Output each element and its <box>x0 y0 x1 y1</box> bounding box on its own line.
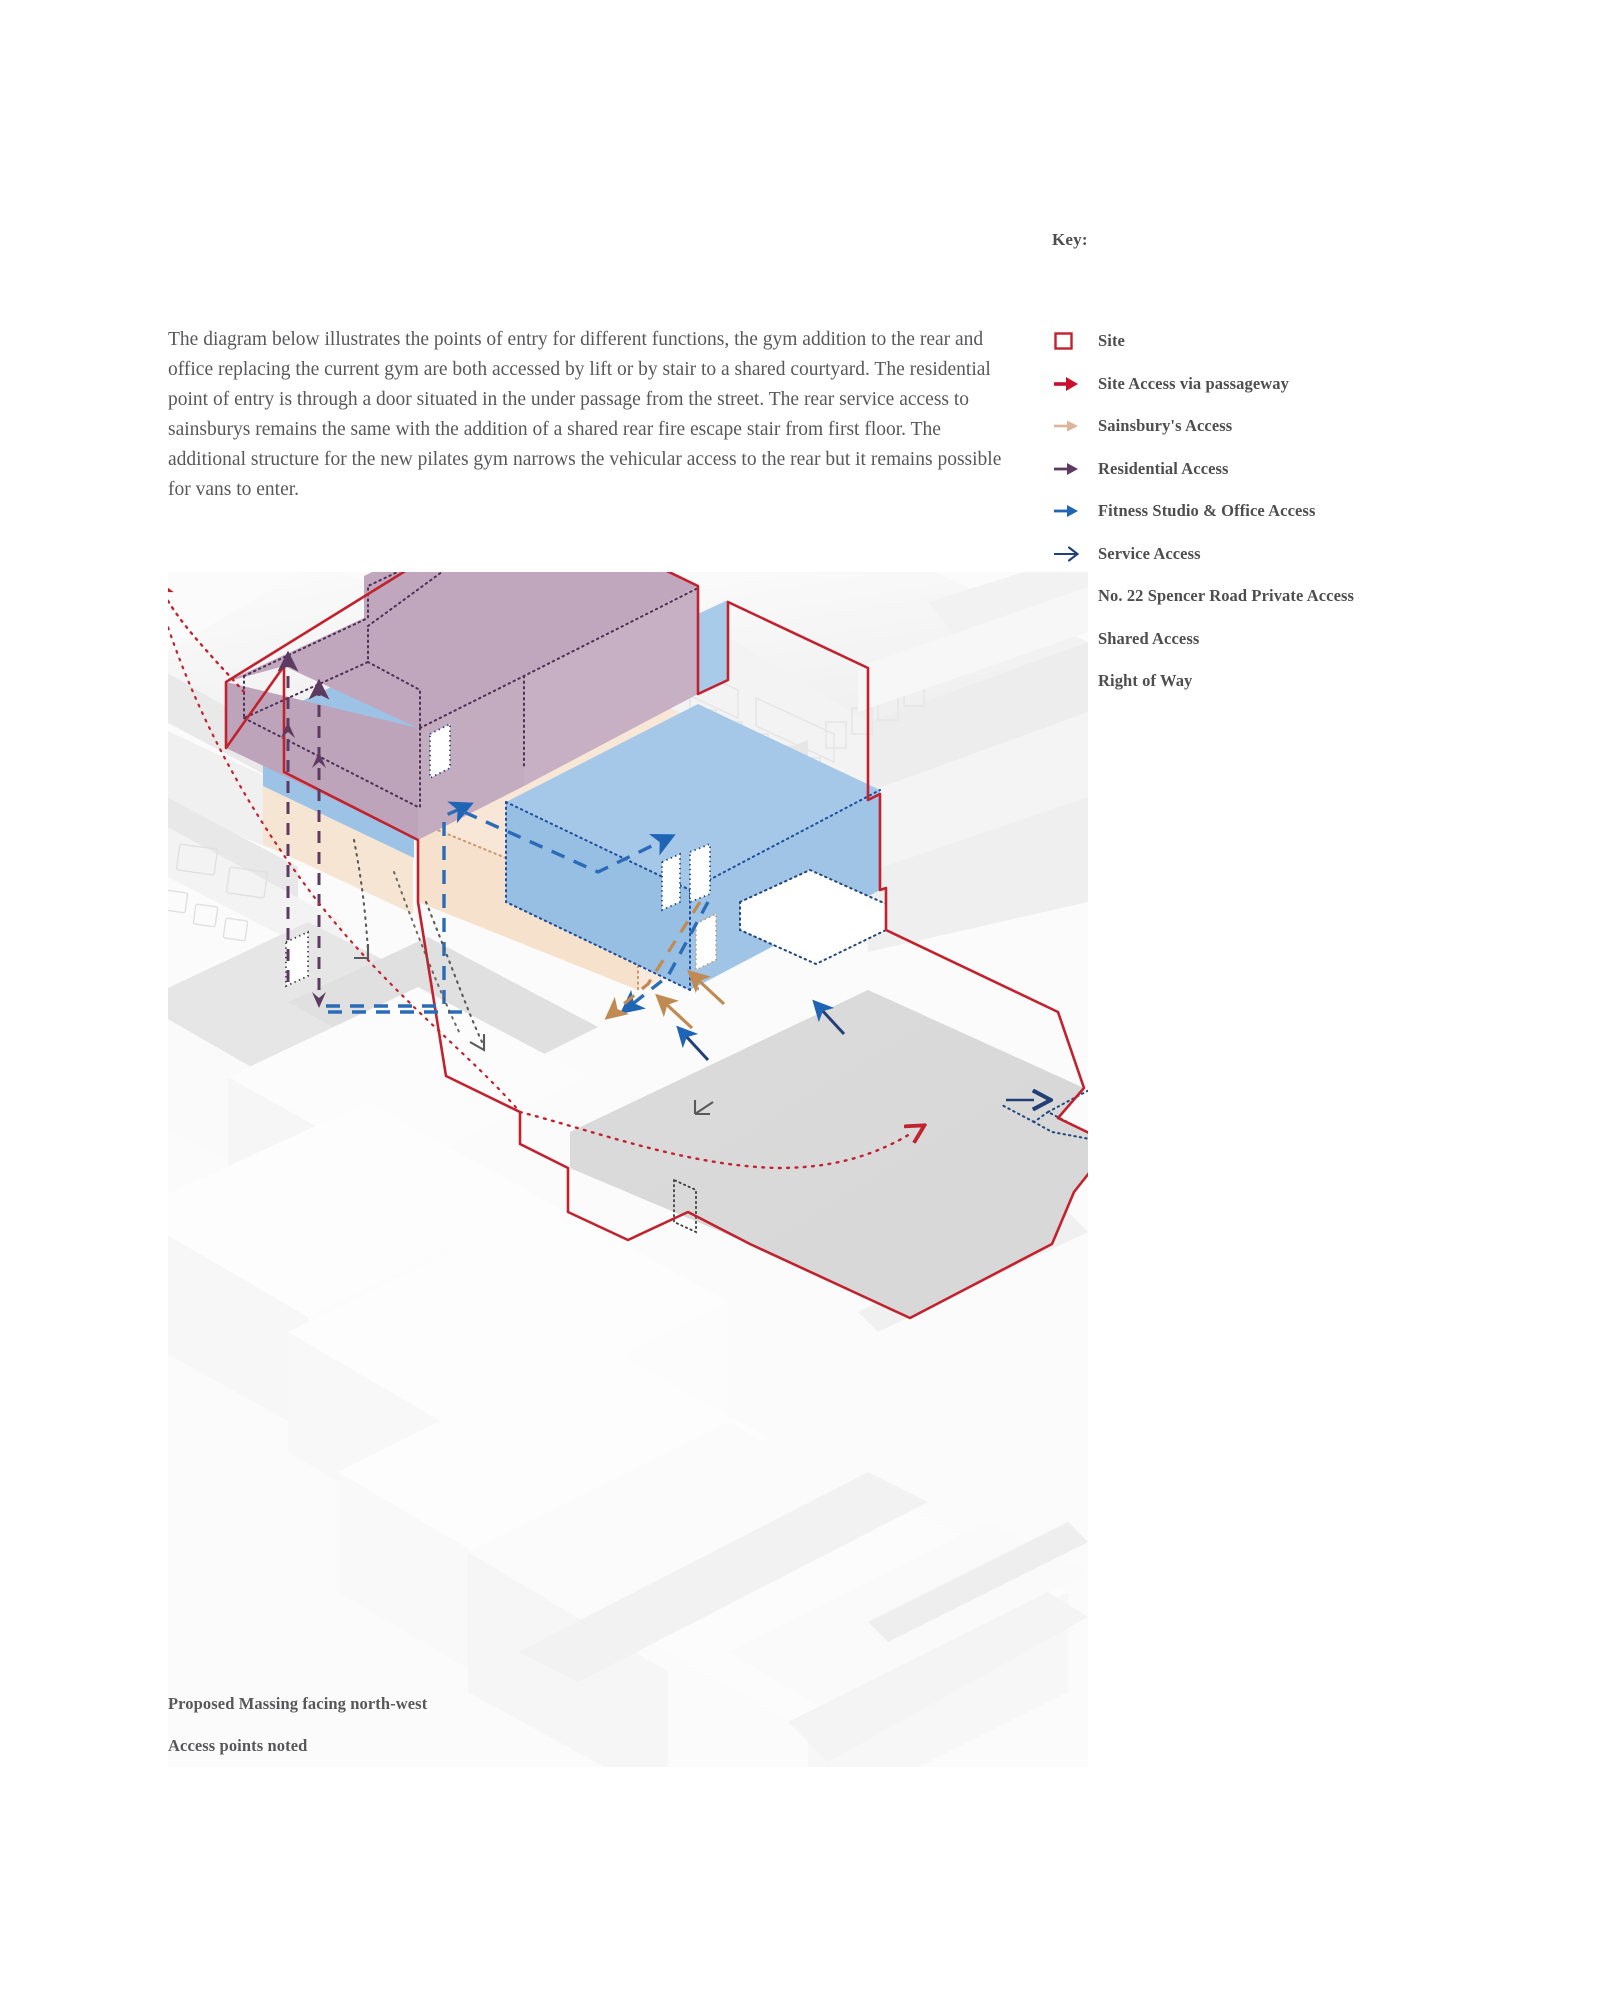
massing-diagram <box>168 572 1088 1767</box>
legend-title: Key: <box>1052 230 1088 249</box>
figure-caption: Proposed Massing facing north-west Acces… <box>168 1694 768 1778</box>
legend-label: Service Access <box>1098 543 1201 563</box>
legend-label: Residential Access <box>1098 458 1229 478</box>
legend-label: Fitness Studio & Office Access <box>1098 501 1316 521</box>
legend-panel: Key: Site Site Access via passageway <box>1052 230 1572 703</box>
legend-item-sainsburys-access: Sainsbury's Access <box>1052 405 1572 448</box>
sainsburys-service-arrow <box>604 901 702 1020</box>
right-of-way-arrows <box>352 838 714 1116</box>
intro-paragraph: The diagram below illustrates the points… <box>168 329 1002 500</box>
legend-label: No. 22 Spencer Road Private Access <box>1098 586 1355 606</box>
legend-label: Site Access via passageway <box>1098 373 1289 393</box>
caption-line-2: Access points noted <box>168 1736 308 1755</box>
arrow-outline-icon <box>1052 543 1098 565</box>
fitness-access-arrows <box>326 801 676 1014</box>
legend-item-shared-access: Shared Access <box>1052 618 1572 661</box>
legend-items: Site Site Access via passageway Sainsbur… <box>1052 320 1572 703</box>
legend-item-fitness-office-access: Fitness Studio & Office Access <box>1052 490 1572 533</box>
site-boundary <box>224 572 1088 1320</box>
legend-item-spencer-road-access: No. 22 Spencer Road Private Access <box>1052 575 1572 618</box>
shared-access-arrow-nw <box>168 579 522 1114</box>
arrow-solid-icon <box>1052 458 1098 480</box>
legend-item-right-of-way: Right of Way <box>1052 660 1572 703</box>
caption-line-1: Proposed Massing facing north-west <box>168 1694 428 1713</box>
legend-item-site: Site <box>1052 320 1572 363</box>
right-of-way-path <box>393 871 461 1035</box>
core-slots <box>285 722 717 988</box>
arrow-solid-icon <box>1052 373 1098 395</box>
legend-label: Sainsbury's Access <box>1098 416 1233 436</box>
legend-label: Site <box>1098 331 1125 351</box>
rear-yard-surface <box>570 990 1088 1318</box>
legend-item-service-access: Service Access <box>1052 533 1572 576</box>
legend-label: Shared Access <box>1098 628 1200 648</box>
residential-access-arrows <box>277 650 330 1008</box>
right-of-way-box <box>673 1179 697 1234</box>
fitness-rear-access-arrow <box>619 901 710 1015</box>
legend-item-site-access: Site Access via passageway <box>1052 363 1572 406</box>
arrow-solid-icon <box>1052 415 1098 437</box>
site-square-icon <box>1052 329 1098 353</box>
shared-access-arrow-yard <box>518 1110 910 1170</box>
arrow-solid-icon <box>1052 500 1098 522</box>
yard-entry-arrows <box>655 969 846 1062</box>
legend-item-residential-access: Residential Access <box>1052 448 1572 491</box>
legend-label: Right of Way <box>1098 671 1193 691</box>
